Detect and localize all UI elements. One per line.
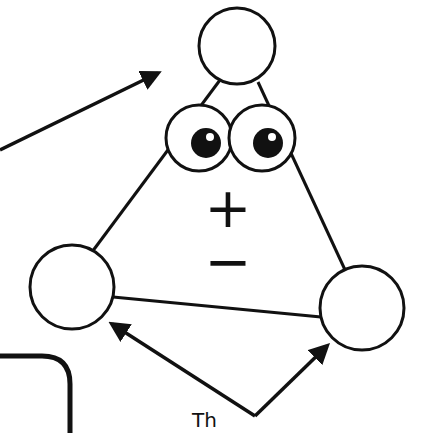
cut-off-text: Th bbox=[192, 410, 217, 430]
plus-sign: + bbox=[205, 180, 252, 236]
minus-sign: − bbox=[205, 234, 252, 290]
